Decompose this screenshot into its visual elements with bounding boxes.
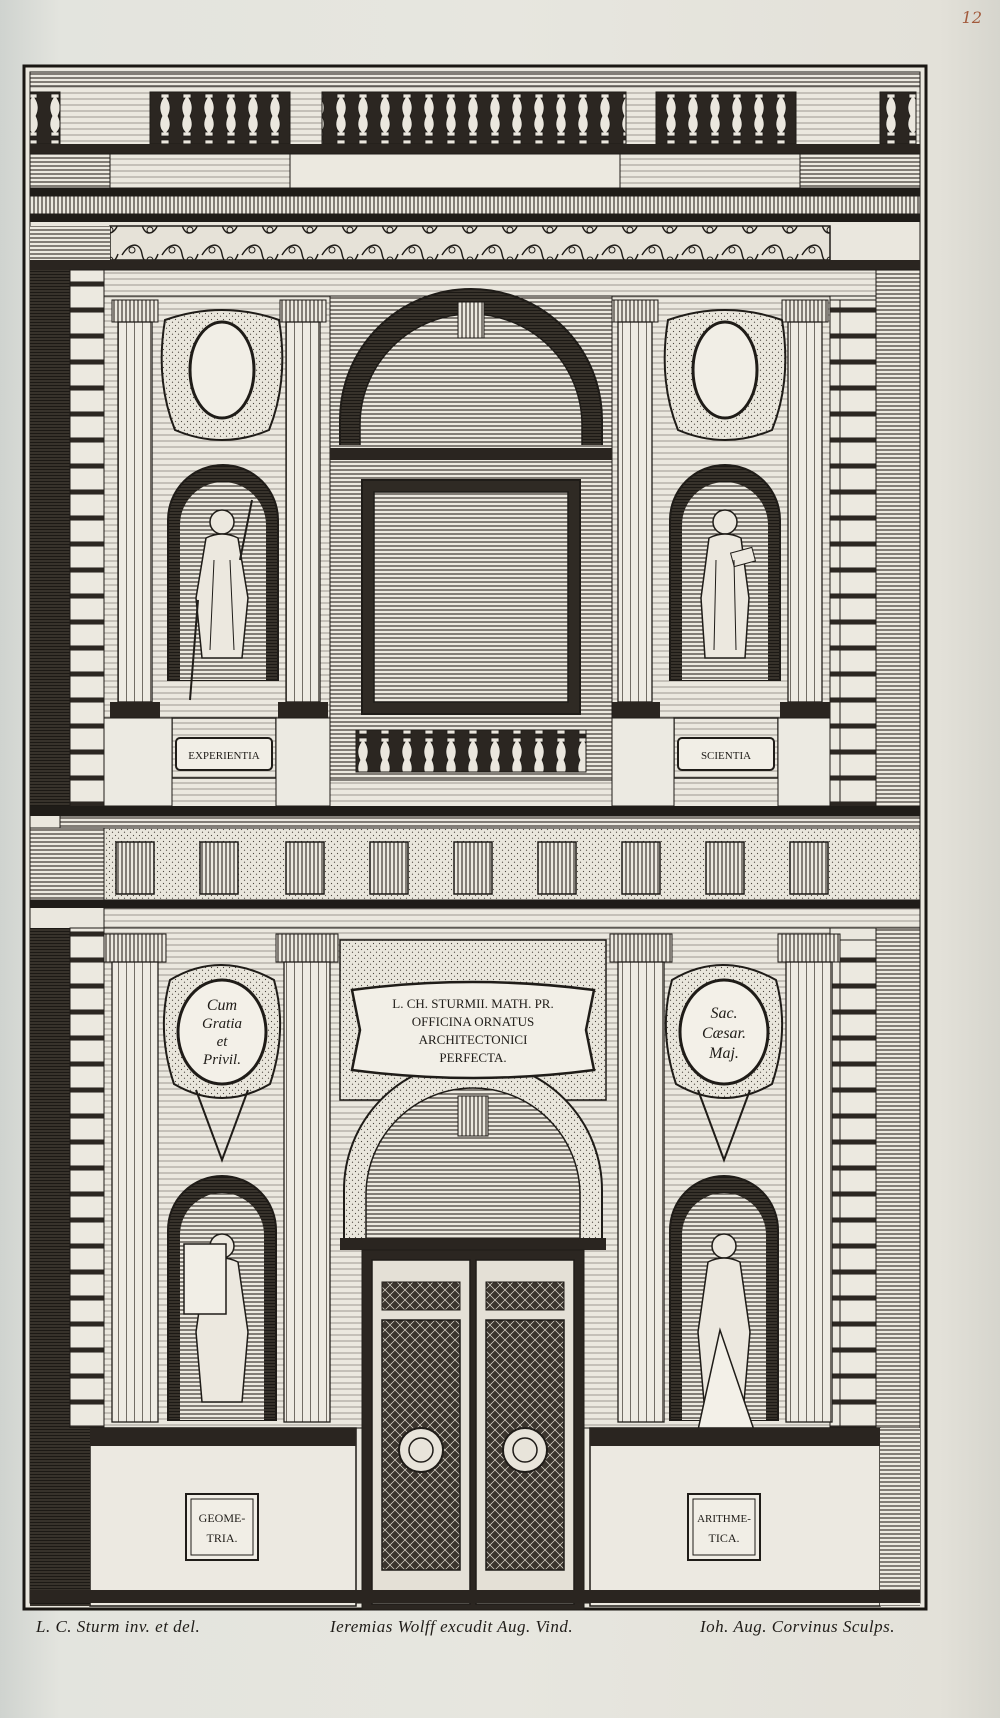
- plaque-arithmetica-line-1: ARITHME-: [697, 1513, 751, 1525]
- medallion-left-line-2: Gratia: [202, 1016, 242, 1032]
- plaque-geometria: GEOME- TRIA.: [185, 1493, 259, 1561]
- title-line-3: ARCHITECTONICI: [419, 1032, 528, 1047]
- plaque-arithmetica-line-2: TICA.: [709, 1531, 740, 1545]
- title-cartouche: L. CH. STURMII. MATH. PR. OFFICINA ORNAT…: [350, 980, 596, 1080]
- lower-column-2: [275, 933, 339, 1423]
- caption-publisher: Ieremias Wolff excudit Aug. Vind.: [330, 1617, 574, 1636]
- plaque-geometria-line-2: TRIA.: [207, 1531, 238, 1545]
- statue-arithmetica: [697, 1233, 756, 1431]
- title-line-4: PERFECTA.: [439, 1050, 506, 1065]
- plaque-arithmetica: ARITHME- TICA.: [687, 1493, 761, 1561]
- lower-column-1: [103, 933, 167, 1423]
- medallion-right-line-1: Sac.: [710, 1005, 737, 1022]
- plaque-geometria-line-1: GEOME-: [199, 1511, 246, 1525]
- title-line-2: OFFICINA ORNATUS: [412, 1014, 534, 1029]
- upper-cornice: [29, 188, 921, 297]
- central-arched-window: [329, 288, 613, 781]
- medallion-left-line-3: et: [217, 1034, 229, 1050]
- lower-column-3: [609, 933, 673, 1423]
- upper-column-3: [610, 299, 660, 718]
- main-door: [340, 1060, 606, 1611]
- statue-scientia: [700, 509, 757, 659]
- upper-column-2: [278, 299, 328, 718]
- caption-engraver: Ioh. Aug. Corvinus Sculps.: [700, 1617, 895, 1636]
- medallion-left-line-4: Privil.: [202, 1052, 241, 1068]
- plaque-scientia-text: SCIENTIA: [701, 750, 751, 762]
- statue-experientia: [189, 499, 253, 701]
- medallion-right-text: Sac. Cæsar. Maj.: [702, 1005, 746, 1062]
- page-number: 12: [961, 8, 982, 27]
- upper-column-1: [110, 299, 160, 718]
- statue-geometria: [183, 1233, 249, 1403]
- plaque-experientia: EXPERIENTIA: [175, 737, 273, 771]
- medallion-left-text: Cum Gratia et Privil.: [202, 997, 242, 1068]
- medallion-right-line-3: Maj.: [708, 1045, 739, 1062]
- medallion-right-line-2: Cæsar.: [702, 1025, 746, 1042]
- upper-column-4: [780, 299, 830, 718]
- upper-storey: [30, 269, 921, 811]
- plaque-experientia-text: EXPERIENTIA: [188, 750, 260, 762]
- middle-entablature: [29, 806, 921, 929]
- caption-inventor: L. C. Sturm inv. et del.: [36, 1617, 201, 1636]
- top-balustrade: [29, 71, 921, 189]
- medallion-right: [664, 964, 784, 1163]
- medallion-left-line-1: Cum: [207, 997, 237, 1014]
- title-line-1: L. CH. STURMII. MATH. PR.: [392, 996, 553, 1011]
- medallion-left: [162, 964, 282, 1163]
- plaque-scientia: SCIENTIA: [677, 737, 775, 771]
- oval-cartouche-left: [160, 309, 284, 441]
- lower-column-4: [777, 933, 841, 1423]
- oval-cartouche-right: [663, 309, 787, 441]
